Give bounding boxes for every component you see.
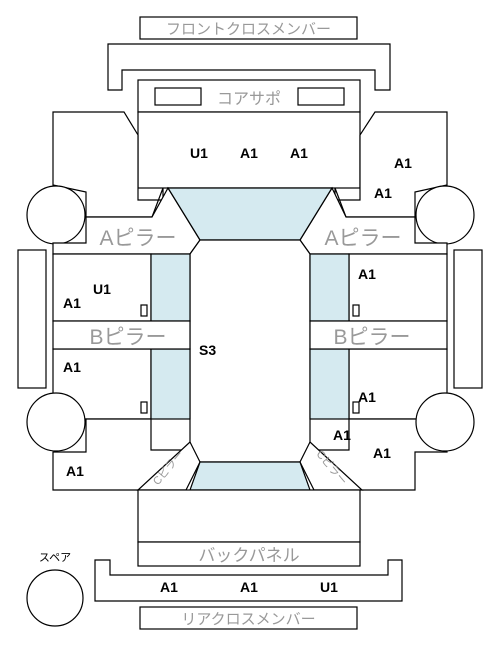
- a-pillar-right-label: Aピラー: [324, 227, 401, 250]
- b-pillar-left-label: Bピラー: [89, 326, 166, 349]
- code-rear-right-2: A1: [373, 445, 391, 461]
- left-front-door: [52, 253, 152, 322]
- core-support-headlight-left: [154, 87, 202, 106]
- code-front-right-lower: A1: [374, 185, 392, 201]
- left-front-window: [150, 253, 191, 322]
- left-rear-door: [52, 348, 152, 420]
- back-panel-label: バックパネル: [198, 546, 299, 565]
- core-support-label: コアサポ: [217, 90, 281, 108]
- code-rear-left: A1: [66, 463, 84, 479]
- code-left-front-door-2: A1: [63, 295, 81, 311]
- b-pillar-left: [52, 320, 191, 350]
- front-left-wheel: [26, 185, 86, 245]
- code-core-support-2: A1: [240, 145, 258, 161]
- right-rear-door-handle: [352, 401, 360, 414]
- code-front-right-upper: A1: [394, 155, 412, 171]
- right-front-door: [348, 253, 448, 322]
- code-rear-right-1: A1: [333, 427, 351, 443]
- left-side-sill: [17, 249, 47, 389]
- core-support-headlight-right: [297, 87, 345, 106]
- left-rear-window: [150, 348, 191, 420]
- rear-window: [189, 461, 311, 491]
- left-front-door-handle: [140, 304, 148, 317]
- code-right-front-door: A1: [358, 266, 376, 282]
- code-rear-member-2: A1: [240, 579, 258, 595]
- spare-tire: [26, 569, 84, 627]
- code-core-support-1: U1: [190, 145, 208, 161]
- left-front-fender: [52, 111, 164, 218]
- rear-cross-member-box: [139, 606, 358, 630]
- trunk: [137, 489, 361, 543]
- rear-cross-member: [94, 559, 403, 602]
- front-cross-member: [107, 43, 391, 91]
- code-left-rear-door: A1: [63, 359, 81, 375]
- back-panel: [137, 541, 361, 567]
- code-left-front-door-1: U1: [93, 281, 111, 297]
- right-front-window: [309, 253, 350, 322]
- rear-cross-member-label: リアクロスメンバー: [181, 611, 315, 628]
- right-side-sill: [453, 249, 483, 389]
- code-right-rear-door: A1: [358, 389, 376, 405]
- spare-label: スペア: [39, 552, 71, 564]
- b-pillar-right: [309, 320, 448, 350]
- front-right-wheel: [415, 185, 475, 245]
- front-cross-member-box: [139, 16, 358, 40]
- code-core-support-3: A1: [290, 145, 308, 161]
- right-front-door-handle: [352, 304, 360, 317]
- left-rear-door-handle: [140, 401, 148, 414]
- code-roof: S3: [199, 342, 216, 358]
- rear-left-wheel: [26, 392, 86, 452]
- right-rear-window: [309, 348, 350, 420]
- rear-right-wheel: [415, 392, 475, 452]
- code-rear-member-3: U1: [320, 579, 338, 595]
- b-pillar-right-label: Bピラー: [333, 326, 410, 349]
- code-rear-member-1: A1: [160, 579, 178, 595]
- a-pillar-left-label: Aピラー: [99, 227, 176, 250]
- front-cross-member-label: フロントクロスメンバー: [166, 21, 331, 38]
